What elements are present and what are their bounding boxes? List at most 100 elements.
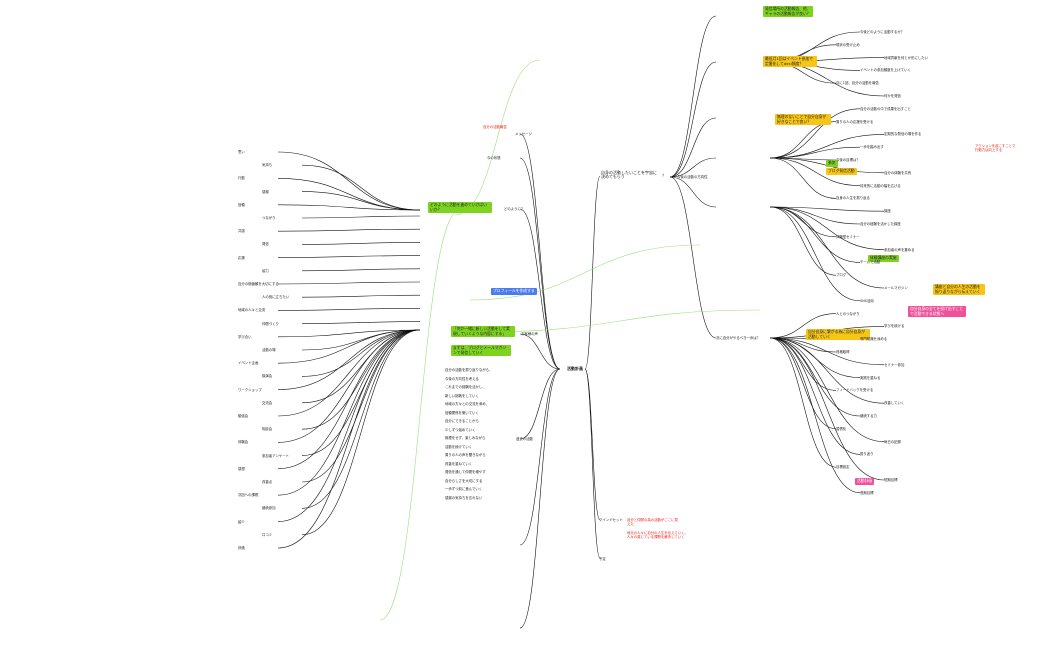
right-leaf-36[interactable]: 長期目標 <box>860 490 874 495</box>
past-activity-line-9[interactable]: 活動を続けていく <box>445 444 473 449</box>
left-leaf-22[interactable]: 体験会 <box>238 440 249 445</box>
right-leaf-14[interactable]: 講座 <box>884 209 891 214</box>
left-leaf-2[interactable]: 行動 <box>238 176 245 181</box>
past-activity-line-12[interactable]: 発信を通して仲間を増やす <box>445 470 486 474</box>
left-leaf-11[interactable]: 人の役に立ちたい <box>262 295 290 300</box>
left-leaf-0[interactable]: 思い <box>238 150 245 154</box>
past-activity-line-2[interactable]: これまでの経験を活かし、 <box>445 385 486 389</box>
right-leaf-32[interactable]: 毎日の記録 <box>884 439 901 444</box>
right-leaf-5[interactable]: 何かを発信 <box>884 94 901 98</box>
left-customer-voice[interactable]: お客様の声 <box>521 332 538 336</box>
left-leaf-7[interactable]: 発信 <box>262 242 269 247</box>
right-sub-direction[interactable]: 今後の活動の方向性 <box>677 175 708 179</box>
right-leaf-28[interactable]: フィードバックを受ける <box>836 388 874 393</box>
highlight-trial-course[interactable]: 体験講座の実施 <box>868 255 899 262</box>
right-leaf-2[interactable]: 地域貢献を何とか形にしたい <box>884 55 929 60</box>
schedule-branch[interactable]: 予定 <box>599 557 606 561</box>
right-leaf-26[interactable]: セミナー参加 <box>884 362 905 367</box>
past-activity-line-14[interactable]: 一歩ずつ前に進んでいく <box>445 487 483 491</box>
left-leaf-12[interactable]: 地域の人々と交流 <box>238 308 266 313</box>
right-leaf-10[interactable]: 今後の目標は？ <box>836 158 860 162</box>
highlight-courage[interactable]: 勇気 <box>826 160 838 167</box>
left-leaf-15[interactable]: 活動の場 <box>262 348 276 352</box>
left-leaf-21[interactable]: 相談会 <box>262 427 273 432</box>
right-leaf-25[interactable]: 資格取得 <box>836 350 850 354</box>
highlight-new-activity[interactable]: 「何か一緒に新しい活動をして実現していくような内容にする」 <box>451 326 515 338</box>
past-activity-line-1[interactable]: 今後の方向性を考える <box>445 376 479 381</box>
highlight-connect-self[interactable]: 自分自身に繋がる為に自分自身が活動していく <box>806 329 870 341</box>
past-activity-line-13[interactable]: 自分らしさを大切にする <box>445 478 483 483</box>
left-leaf-25[interactable]: 改善点 <box>262 480 273 484</box>
left-leaf-9[interactable]: 協力 <box>262 268 269 273</box>
left-leaf-17[interactable]: 講演会 <box>262 374 273 379</box>
right-leaf-22[interactable]: 人とのつながり <box>836 311 860 316</box>
past-activity-line-15[interactable]: 感謝の気持ちを忘れない <box>445 495 483 500</box>
left-leaf-29[interactable]: 口コミ <box>262 532 273 537</box>
right-leaf-18[interactable]: チームで活動 <box>860 260 881 265</box>
left-past-activity[interactable]: 過去の活動 <box>516 437 533 441</box>
highlight-give-all[interactable]: 自分自身の全てを投げ出すことで活動できる状態へ <box>908 306 966 318</box>
left-leaf-27[interactable]: 継続参加 <box>262 506 276 511</box>
right-leaf-31[interactable]: 習慣化 <box>836 426 847 431</box>
highlight-activity-report[interactable]: 発信場所の活動報告、他、ギャラの活動報告が良い？ <box>763 6 813 18</box>
left-leaf-18[interactable]: ワークショップ <box>238 387 262 392</box>
right-leaf-12[interactable]: 将来的に活動の幅を広げる <box>860 183 901 188</box>
right-leaf-0[interactable]: 今後どのように活動するか？ <box>860 30 905 34</box>
left-leaf-26[interactable]: 次回への課題 <box>238 493 259 498</box>
past-activity-line-4[interactable]: 地域の方々との交流を深め、 <box>445 402 490 406</box>
right-leaf-35[interactable]: 短期目標 <box>884 478 898 482</box>
left-current-state[interactable]: 今の状態 <box>487 156 501 160</box>
left-main-topic[interactable]: どのように活動を進めていけばいいか？ <box>428 202 492 214</box>
left-leaf-23[interactable]: 参加者アンケート <box>262 453 289 458</box>
right-leaf-17[interactable]: 参加者の声を集める <box>884 247 915 252</box>
right-leaf-20[interactable]: メールマガジン <box>884 286 908 290</box>
right-leaf-30[interactable]: 継続する力 <box>860 414 877 418</box>
right-leaf-19[interactable]: ブログ <box>836 273 847 278</box>
past-activity-line-11[interactable]: 改善を重ねていく <box>445 461 473 466</box>
past-activity-line-10[interactable]: 周りの人の声を聞きながら <box>445 453 486 457</box>
right-leaf-8[interactable]: 定期的な発信の場を作る <box>884 132 922 137</box>
left-leaf-6[interactable]: 共感 <box>238 229 245 234</box>
right-leaf-13[interactable]: 自身の人生を振り返る <box>836 196 870 201</box>
left-message[interactable]: メッセージ <box>515 132 532 136</box>
highlight-event-frequency[interactable]: 最低月1回はイベント参加で定番化してdeci頻度？ <box>763 56 817 68</box>
mindset-branch[interactable]: マインドセット <box>599 518 623 522</box>
past-activity-line-8[interactable]: 無理をせず、楽しみながら <box>445 436 486 440</box>
central-topic[interactable]: 活動計画 <box>567 366 583 371</box>
left-leaf-24[interactable]: 感想 <box>238 466 245 471</box>
highlight-profile[interactable]: プロフィールを作成する <box>491 288 537 295</box>
past-activity-line-3[interactable]: 新しい挑戦をしていく <box>445 393 479 398</box>
past-activity-line-5[interactable]: 信頼関係を築いていく <box>445 410 479 415</box>
right-leaf-6[interactable]: 自分の活動の中で成果を出すこと <box>860 106 911 111</box>
highlight-plan-tag[interactable]: 活動計画 <box>855 478 875 485</box>
highlight-blog[interactable]: ブログ発信活動 <box>826 168 857 175</box>
left-leaf-14[interactable]: 学び合い <box>238 334 252 339</box>
right-leaf-21[interactable]: SNS活用 <box>860 298 874 303</box>
left-leaf-10[interactable]: 自分の価値観を大切にする <box>238 282 279 286</box>
left-leaf-5[interactable]: つながり <box>262 216 276 220</box>
left-leaf-30[interactable]: 評価 <box>238 546 245 550</box>
right-leaf-3[interactable]: イベントの参加頻度を上げていく <box>860 68 911 73</box>
right-leaf-16[interactable]: 体験型セミナー <box>836 234 860 239</box>
left-leaf-8[interactable]: 応援 <box>238 255 245 260</box>
right-leaf-11[interactable]: 自分の体験を共有 <box>884 170 912 175</box>
right-leaf-24[interactable]: 専門知識を深める <box>860 337 888 342</box>
right-leaf-15[interactable]: 自分の経験を活かした講座 <box>860 222 901 226</box>
left-leaf-20[interactable]: 勉強会 <box>238 414 249 418</box>
highlight-blog-mail[interactable]: まずは、ブログとメールマガジンで発信していく <box>451 345 511 357</box>
right-main-topic[interactable]: 自身の活動したいことを宇宙に決めてもらう <box>601 170 657 180</box>
right-leaf-9[interactable]: 一歩を踏み出す <box>860 145 884 150</box>
left-leaf-28[interactable]: 紹介 <box>238 519 245 524</box>
left-leaf-3[interactable]: 感謝 <box>262 189 269 194</box>
past-activity-line-0[interactable]: 自分の活動を振り返りながら、 <box>445 368 493 372</box>
left-leaf-16[interactable]: イベント企画 <box>238 361 259 366</box>
right-leaf-33[interactable]: 振り返り <box>860 452 874 457</box>
right-leaf-34[interactable]: 目標設定 <box>836 465 850 470</box>
left-leaf-1[interactable]: 気持ち <box>262 163 273 168</box>
highlight-what-you-like[interactable]: 無理のないことで自分自身が好きなことで良い？ <box>775 114 831 126</box>
right-leaf-1[interactable]: 現状の受け止め <box>836 42 860 47</box>
right-leaf-27[interactable]: 実践を重ねる <box>860 375 881 380</box>
left-leaf-19[interactable]: 交流会 <box>262 400 273 405</box>
past-activity-line-6[interactable]: 自分にできることから <box>445 419 479 423</box>
right-leaf-29[interactable]: 改善していく <box>884 401 905 406</box>
